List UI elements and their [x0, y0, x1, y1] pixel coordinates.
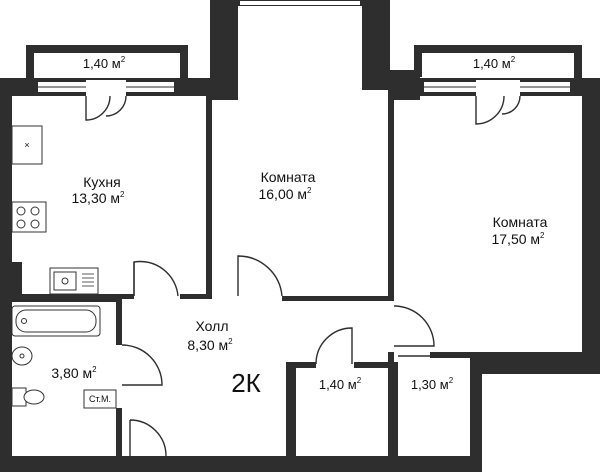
- storage1-area: 1,40 м: [319, 377, 357, 392]
- svg-text:1,40 м2: 1,40 м2: [83, 55, 126, 71]
- svg-text:1,40 м2: 1,40 м2: [319, 376, 362, 392]
- balcony-doors: [85, 95, 521, 125]
- room1-name: Комната: [261, 169, 316, 185]
- kitchen-area-sup: 2: [120, 190, 125, 199]
- bathroom-fixtures: [11, 305, 117, 409]
- svg-text:17,50 м2: 17,50 м2: [491, 231, 545, 247]
- hall-name: Холл: [196, 318, 229, 334]
- storage1-area-sup: 2: [357, 376, 362, 385]
- svg-text:3,80 м2: 3,80 м2: [51, 365, 97, 381]
- bathroom-area-sup: 2: [92, 365, 97, 374]
- balcony-left-label: 1,40 м2: [83, 55, 126, 71]
- room2-name: Комната: [493, 214, 548, 230]
- svg-text:1,40 м2: 1,40 м2: [473, 55, 516, 71]
- kitchen-fixtures: ×: [11, 125, 99, 295]
- svg-text:1,30 м2: 1,30 м2: [411, 376, 454, 392]
- balcony-left-area: 1,40 м: [83, 56, 121, 71]
- kitchen-area: 13,30 м: [71, 190, 120, 206]
- hall-area: 8,30 м: [187, 337, 228, 353]
- layout-label: 2К: [231, 368, 261, 398]
- svg-text:13,30 м2: 13,30 м2: [71, 190, 125, 206]
- windows: [38, 1, 570, 96]
- kitchen-name: Кухня: [83, 174, 120, 190]
- storage1-label: 1,40 м2: [319, 376, 362, 392]
- hall-area-sup: 2: [228, 337, 233, 346]
- room1-label: Комната 16,00 м2: [258, 169, 315, 202]
- room2-label: Комната 17,50 м2: [491, 214, 547, 247]
- storage2-area: 1,30 м: [411, 377, 449, 392]
- room2-area: 17,50 м: [491, 231, 540, 247]
- balcony-left: [26, 45, 188, 80]
- balcony-right-area: 1,40 м: [473, 56, 511, 71]
- balcony-right-area-sup: 2: [511, 55, 516, 64]
- bathroom-label: 3,80 м2: [51, 365, 97, 381]
- room2-area-sup: 2: [540, 231, 545, 240]
- balcony-right-label: 1,40 м2: [473, 55, 516, 71]
- room1-area: 16,00 м: [258, 186, 307, 202]
- interior-doors: [121, 255, 470, 468]
- interior-walls: [8, 96, 582, 456]
- balcony-right: [414, 45, 582, 80]
- svg-text:×: ×: [24, 140, 29, 150]
- svg-text:8,30 м2: 8,30 м2: [187, 337, 233, 353]
- washer-label: Ст.М.: [89, 394, 111, 404]
- svg-text:16,00 м2: 16,00 м2: [258, 186, 312, 202]
- balcony-left-area-sup: 2: [121, 55, 126, 64]
- storage2-area-sup: 2: [449, 376, 454, 385]
- hall-label: Холл 8,30 м2: [187, 318, 233, 353]
- room1-area-sup: 2: [307, 186, 312, 195]
- kitchen-label: Кухня 13,30 м2: [71, 174, 125, 206]
- storage2-label: 1,30 м2: [411, 376, 454, 392]
- bathroom-area: 3,80 м: [51, 365, 92, 381]
